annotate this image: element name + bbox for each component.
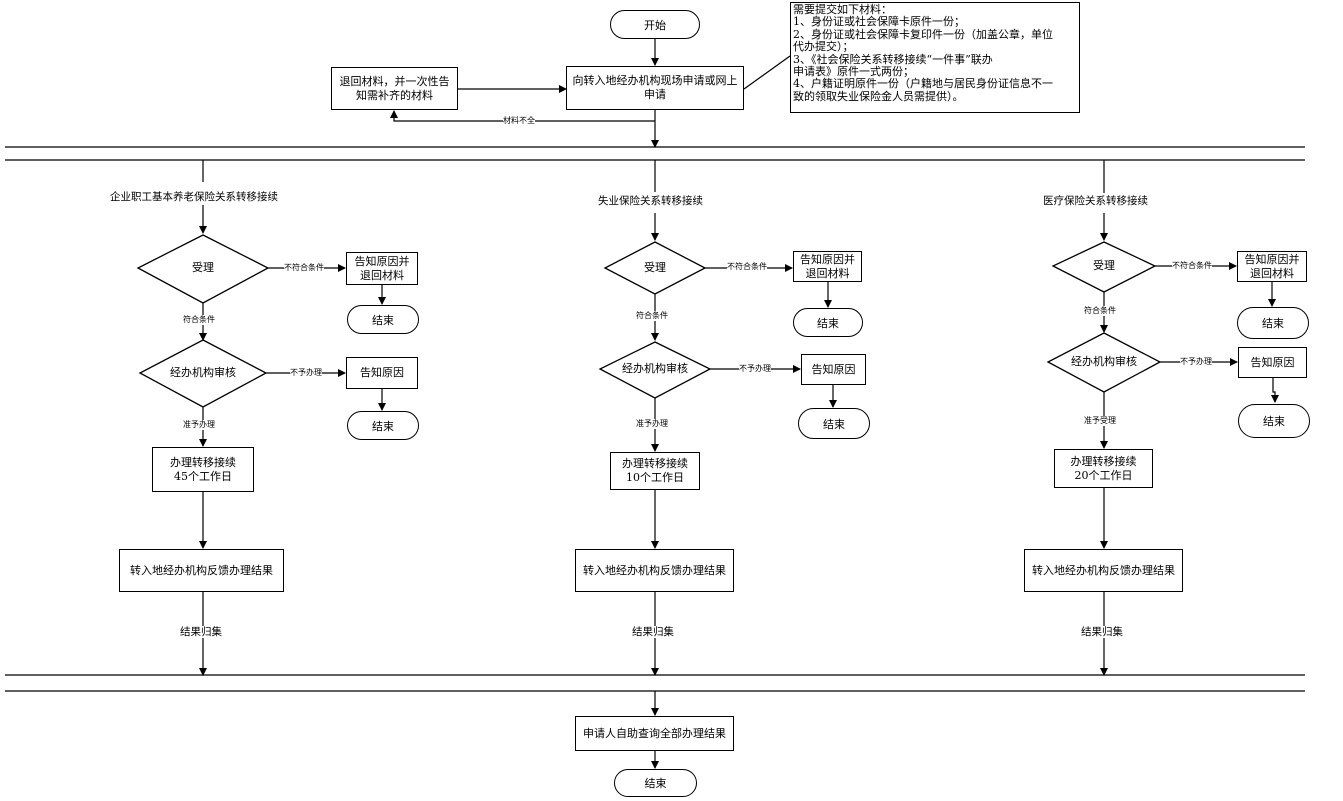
decision-accept-3: [1051, 241, 1157, 293]
end-label: 结束: [1263, 415, 1285, 428]
not-handle-label: 不予办理: [739, 364, 771, 374]
return-materials-box: 退回材料，并一次性告 知需补齐的材料: [331, 67, 458, 110]
collect-label: 结果归集: [1081, 626, 1123, 638]
column-title-medical: 医疗保险关系转移接续: [1043, 195, 1148, 207]
decision-label: 受理: [1093, 259, 1115, 272]
process-label: 办理转移接续 45个工作日: [170, 455, 236, 483]
meet-label: 符合条件: [1084, 306, 1116, 316]
end-terminal: 结束: [1238, 404, 1310, 438]
notify-label: 告知原因: [360, 366, 404, 379]
not-meet-label: 不符合条件: [1172, 261, 1212, 271]
meet-label: 符合条件: [183, 315, 215, 325]
process-box: 办理转移接续 45个工作日: [152, 447, 254, 492]
approve-label: 准予受理: [1084, 416, 1116, 426]
notify-return-label: 告知原因并 退回材料: [800, 252, 855, 280]
decision-review-1: [138, 339, 268, 408]
notify-box: 告知原因: [1238, 347, 1307, 378]
note-line: 需要提交如下材料：: [793, 3, 892, 16]
decision-review-2: [598, 341, 712, 399]
notify-return-label: 告知原因并 退回材料: [1244, 252, 1300, 280]
apply-box: 向转入地经办机构现场申请或网上 申请: [566, 66, 744, 110]
notify-box: 告知原因: [346, 357, 418, 389]
end-label: 结束: [823, 417, 845, 431]
apply-label: 向转入地经办机构现场申请或网上 申请: [572, 74, 738, 101]
start-label: 开始: [644, 18, 666, 32]
query-label: 申请人自助查询全部办理结果: [583, 726, 726, 740]
end-label: 结束: [372, 313, 394, 327]
notify-label: 告知原因: [811, 362, 856, 376]
query-box: 申请人自助查询全部办理结果: [575, 716, 734, 751]
incomplete-label: 材料不全: [503, 116, 535, 126]
notify-label: 告知原因: [1250, 355, 1295, 369]
notify-return-label: 告知原因并 退回材料: [354, 254, 410, 282]
decision-review-3: [1046, 332, 1162, 393]
approve-label: 准予办理: [636, 419, 668, 429]
decision-label: 经办机构审核: [170, 366, 236, 379]
end-label: 结束: [372, 419, 394, 433]
decision-label: 经办机构审核: [622, 362, 688, 375]
decision-label: 受理: [644, 261, 666, 274]
decision-accept-1: [136, 234, 270, 304]
materials-note: 需要提交如下材料： 1、身份证或社会保障卡原件一份； 2、身份证或社会保障卡复印…: [790, 2, 1080, 113]
feedback-label: 转入地经办机构反馈办理结果: [583, 563, 726, 577]
decision-label: 经办机构审核: [1071, 355, 1137, 368]
note-line: 致的领取失业保险金人员需提供）。: [793, 89, 964, 103]
end-terminal: 结束: [1237, 307, 1309, 339]
not-meet-label: 不符合条件: [284, 263, 324, 273]
collect-label: 结果归集: [180, 626, 222, 638]
decision-label: 受理: [192, 261, 214, 274]
final-end-terminal: 结束: [614, 769, 697, 797]
collect-label: 结果归集: [632, 626, 674, 638]
notify-return-box: 告知原因并 退回材料: [346, 252, 418, 285]
end-terminal: 结束: [347, 305, 419, 334]
end-terminal: 结束: [347, 411, 419, 440]
approve-label: 准予办理: [183, 420, 215, 430]
process-label: 办理转移接续 10个工作日: [622, 457, 688, 484]
not-handle-label: 不予办理: [1180, 357, 1212, 367]
not-handle-label: 不予办理: [290, 368, 322, 378]
notify-box: 告知原因: [801, 354, 866, 385]
end-label: 结束: [817, 316, 839, 330]
process-box: 办理转移接续 20个工作日: [1054, 449, 1153, 488]
end-terminal: 结束: [793, 308, 863, 337]
feedback-label: 转入地经办机构反馈办理结果: [130, 563, 273, 577]
decision-accept-2: [603, 241, 707, 295]
final-end-label: 结束: [644, 777, 667, 790]
end-terminal: 结束: [798, 408, 870, 439]
feedback-box: 转入地经办机构反馈办理结果: [575, 549, 734, 592]
not-meet-label: 不符合条件: [727, 262, 767, 272]
feedback-box: 转入地经办机构反馈办理结果: [119, 549, 284, 592]
return-materials-label: 退回材料，并一次性告 知需补齐的材料: [339, 74, 450, 102]
notify-return-box: 告知原因并 退回材料: [1237, 251, 1307, 282]
notify-return-box: 告知原因并 退回材料: [793, 251, 862, 282]
column-title-pension: 企业职工基本养老保险关系转移接续: [110, 191, 278, 203]
feedback-label: 转入地经办机构反馈办理结果: [1032, 563, 1175, 577]
note-line: 代办提交）；: [793, 40, 854, 54]
column-title-unemployment: 失业保险关系转移接续: [598, 195, 703, 207]
process-box: 办理转移接续 10个工作日: [610, 452, 700, 490]
end-label: 结束: [1262, 317, 1284, 330]
note-line: 1、身份证或社会保障卡原件一份；: [793, 15, 965, 29]
note-line: 3、《社会保险关系转移接续“一件事”联办: [793, 52, 993, 66]
process-label: 办理转移接续 20个工作日: [1070, 454, 1137, 482]
feedback-box: 转入地经办机构反馈办理结果: [1024, 549, 1183, 592]
note-line: 2、身份证或社会保障卡复印件一份（加盖公章，单位: [793, 27, 1053, 41]
note-line: 申请表》原件一式两份；: [793, 65, 914, 79]
note-line: 4、户籍证明原件一份（户籍地与居民身份证信息不一: [793, 77, 1053, 91]
meet-label: 符合条件: [636, 311, 668, 321]
start-terminal: 开始: [610, 10, 700, 39]
